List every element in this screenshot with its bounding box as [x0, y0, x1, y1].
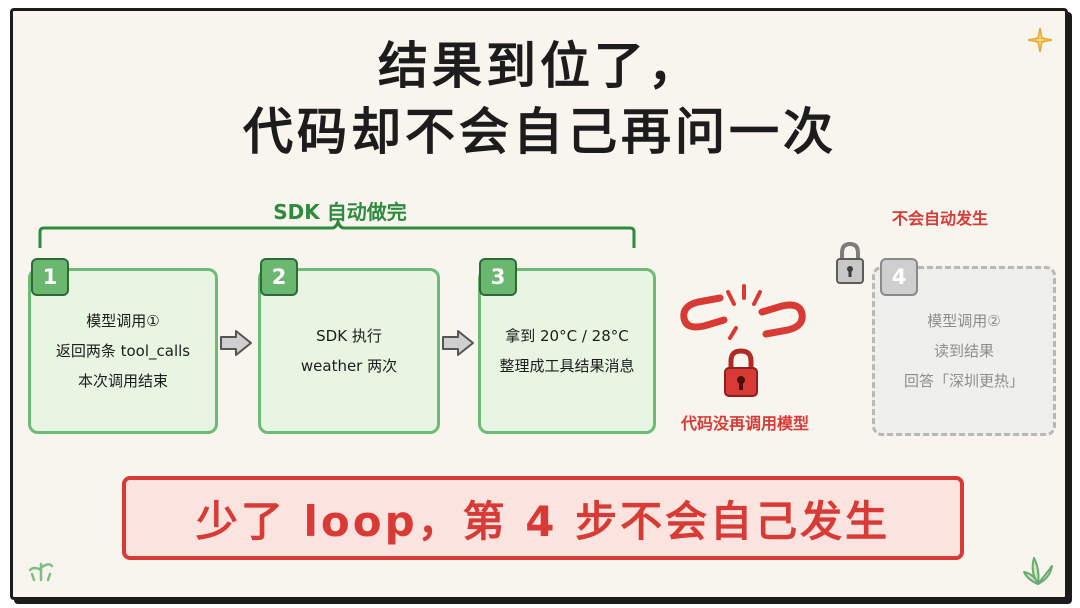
step-4-box: 模型调用② 读到结果 回答「深圳更热」 — [872, 266, 1056, 436]
step-2-badge: 2 — [260, 258, 298, 296]
step-4-line-2: 读到结果 — [933, 342, 994, 360]
step-1-line-1: 模型调用① — [86, 312, 160, 330]
sprout-icon — [28, 562, 54, 582]
not-auto-label: 不会自动发生 — [891, 209, 988, 228]
step-3-line-1: 拿到 20°C / 28°C — [505, 327, 629, 345]
step-3-badge: 3 — [479, 258, 517, 296]
sprout-icon — [1023, 557, 1053, 585]
step-4-badge: 4 — [880, 258, 918, 296]
sdk-group-label: SDK 自动做完 — [273, 200, 407, 224]
broken-link-icon — [680, 284, 806, 340]
broken-loop-caption: 代码没再调用模型 — [680, 414, 809, 433]
step-1-line-2: 返回两条 tool_calls — [55, 342, 191, 360]
sparkle-icon — [1027, 27, 1053, 53]
step-4-line-1: 模型调用② — [927, 312, 1001, 330]
lock-icon — [724, 348, 758, 397]
sdk-group-bracket — [38, 218, 636, 248]
step-1-line-3: 本次调用结束 — [77, 372, 168, 390]
step-2-line-2: weather 两次 — [300, 357, 398, 375]
step-2-line-1: SDK 执行 — [316, 327, 382, 345]
lock-icon — [836, 241, 864, 284]
title-line-1: 结果到位了， — [378, 37, 702, 95]
summary-banner-text: 少了 loop，第 4 步不会自己发生 — [195, 496, 891, 546]
step-3-line-2: 整理成工具结果消息 — [499, 357, 635, 375]
arrow-right-icon — [220, 330, 252, 356]
step-1-box: 模型调用① 返回两条 tool_calls 本次调用结束 — [28, 268, 218, 434]
step-4-line-3: 回答「深圳更热」 — [903, 372, 1024, 390]
summary-banner: 少了 loop，第 4 步不会自己发生 — [122, 476, 964, 560]
title-line-2: 代码却不会自己再问一次 — [243, 103, 837, 161]
step-1-badge: 1 — [31, 258, 69, 296]
arrow-right-icon — [442, 330, 474, 356]
